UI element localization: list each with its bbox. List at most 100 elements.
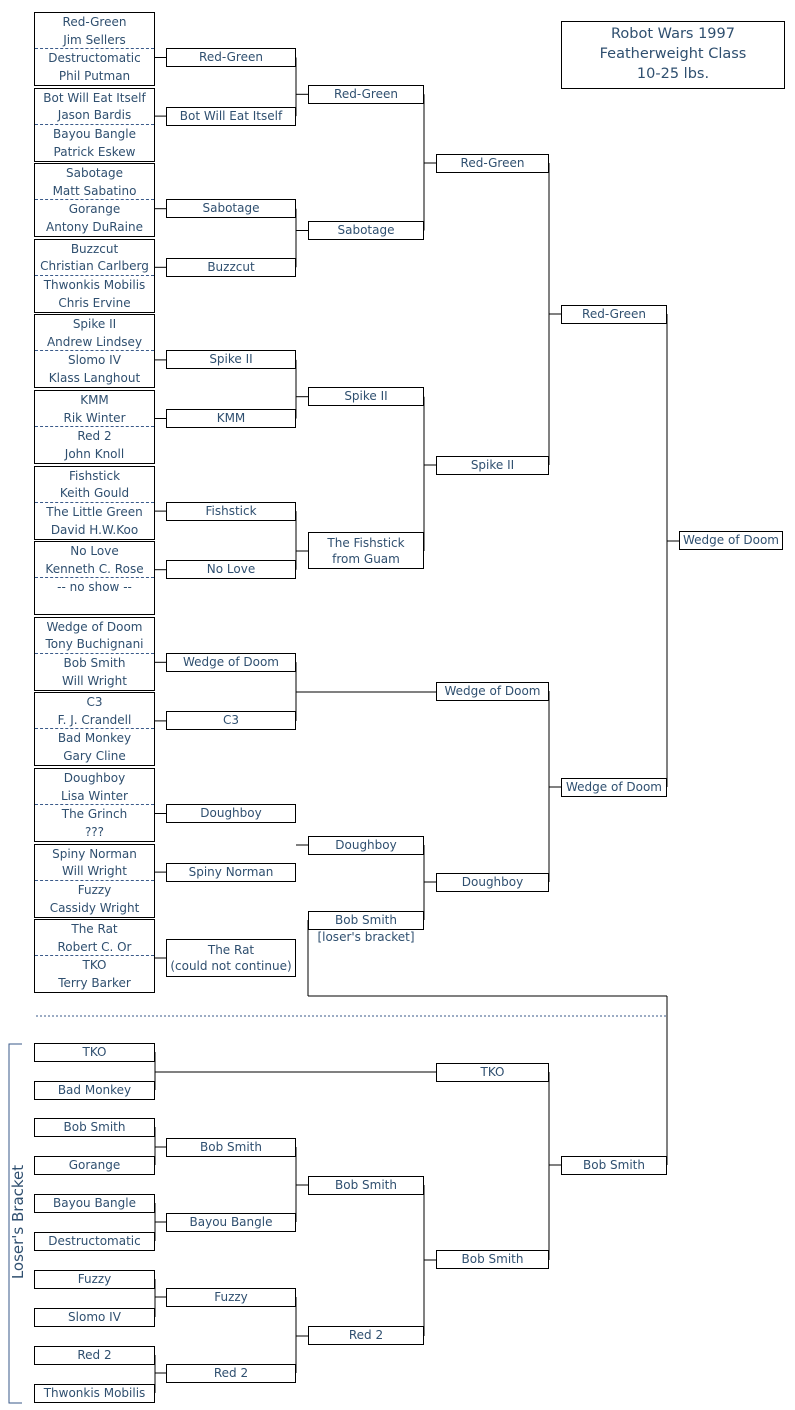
robot-name: C3 xyxy=(86,695,103,710)
match-winner: Bob Smith xyxy=(308,910,424,930)
robot-name: The Little Green xyxy=(46,504,143,519)
robot-name: Buzzcut xyxy=(70,241,119,256)
loser-final-box: Bob Smith xyxy=(561,1156,667,1175)
match-winner: Doughboy xyxy=(436,872,549,892)
robot-name: Sabotage xyxy=(66,166,123,181)
match-winner: Wedge of Doom xyxy=(561,777,667,797)
match-winner: Red 2 xyxy=(166,1363,296,1383)
driver-name: Phil Putman xyxy=(58,69,131,83)
match-winner: Spiny Norman xyxy=(166,862,296,882)
driver-name: Christian Carlberg xyxy=(40,259,149,274)
match-winner: No Love xyxy=(166,560,296,580)
loser-entry: Slomo IV xyxy=(34,1307,155,1327)
match-winner: Wedge of Doom xyxy=(436,681,549,701)
match-winner: Doughboy xyxy=(308,835,424,855)
match-winner: TKO xyxy=(436,1063,549,1082)
match-winner: Bob Smith xyxy=(308,1176,424,1195)
robot-name: Wedge of Doom xyxy=(46,619,143,634)
driver-name: Lisa Winter xyxy=(60,788,128,803)
winner-line: (could not continue) xyxy=(170,959,292,973)
match-winner: Red 2 xyxy=(308,1326,424,1345)
match-winner: C3 xyxy=(166,711,296,731)
tournament-title: Robot Wars 1997 Featherweight Class 10-2… xyxy=(561,21,785,89)
driver-name: Will Wright xyxy=(62,864,127,879)
loser-entry: Red 2 xyxy=(34,1345,155,1365)
driver-name: Rik Winter xyxy=(63,410,126,425)
driver-name: Cassidy Wright xyxy=(49,900,140,915)
title-line: 10-25 lbs. xyxy=(636,66,710,82)
driver-name: Kenneth C. Rose xyxy=(45,561,144,576)
match-winner: Buzzcut xyxy=(166,257,296,277)
match-winner: Bayou Bangle xyxy=(166,1212,296,1232)
robot-name: Bayou Bangle xyxy=(53,126,136,141)
robot-name: Red-Green xyxy=(62,15,127,29)
driver-name: Terry Barker xyxy=(58,976,131,991)
title-line: Robot Wars 1997 xyxy=(611,26,735,42)
driver-name xyxy=(35,596,154,614)
loser-entry: Gorange xyxy=(34,1155,155,1175)
match-winner: Sabotage xyxy=(308,221,424,240)
driver-name: Klass Langhout xyxy=(48,371,141,386)
robot-name: The Grinch xyxy=(61,807,128,821)
driver-name: Keith Gould xyxy=(59,486,130,501)
match-winner: Fishstick xyxy=(166,501,296,521)
champion-box: Wedge of Doom xyxy=(679,531,783,550)
robot-name: No Love xyxy=(70,544,119,559)
match-winner: Bob Smith xyxy=(436,1250,549,1269)
driver-name: Will Wright xyxy=(62,673,127,688)
driver-name: Patrick Eskew xyxy=(53,144,136,159)
match-winner: The Rat (could not continue) xyxy=(166,939,296,977)
loser-entry: Bayou Bangle xyxy=(34,1193,155,1213)
loser-entry: Bad Monkey xyxy=(34,1080,155,1100)
loser-bracket-note: [loser's bracket] xyxy=(317,930,415,944)
robot-name: -- no show -- xyxy=(57,580,132,595)
loser-entry: Destructomatic xyxy=(34,1231,155,1251)
entry-slot: C3 F. J. Crandell xyxy=(35,693,154,730)
robot-name: Bad Monkey xyxy=(57,731,132,746)
winner-line: The Rat xyxy=(207,943,255,957)
bracket-brace xyxy=(8,1043,22,1404)
match-winner: Spike II xyxy=(166,350,296,370)
robot-name: Doughboy xyxy=(63,771,126,785)
robot-name: Destructomatic xyxy=(48,51,141,65)
driver-name: John Knoll xyxy=(64,447,125,461)
entry-slot: The Grinch??? xyxy=(35,805,154,841)
driver-name: Andrew Lindsey xyxy=(46,334,143,349)
loser-entry: Fuzzy xyxy=(34,1269,155,1289)
losers-bracket-label: Loser's Bracket xyxy=(9,1164,27,1280)
driver-name: David H.W.Koo xyxy=(50,522,139,537)
robot-name: Fuzzy xyxy=(77,882,112,897)
title-line: Featherweight Class xyxy=(599,46,747,62)
robot-name: Spiny Norman xyxy=(52,846,137,861)
match-winner: Red-Green xyxy=(308,84,424,104)
driver-name: F. J. Crandell xyxy=(57,712,132,727)
match-winner: Red-Green xyxy=(561,304,667,324)
robot-name: Bot Will Eat Itself xyxy=(43,90,146,105)
match-winner: Spike II xyxy=(308,387,424,407)
